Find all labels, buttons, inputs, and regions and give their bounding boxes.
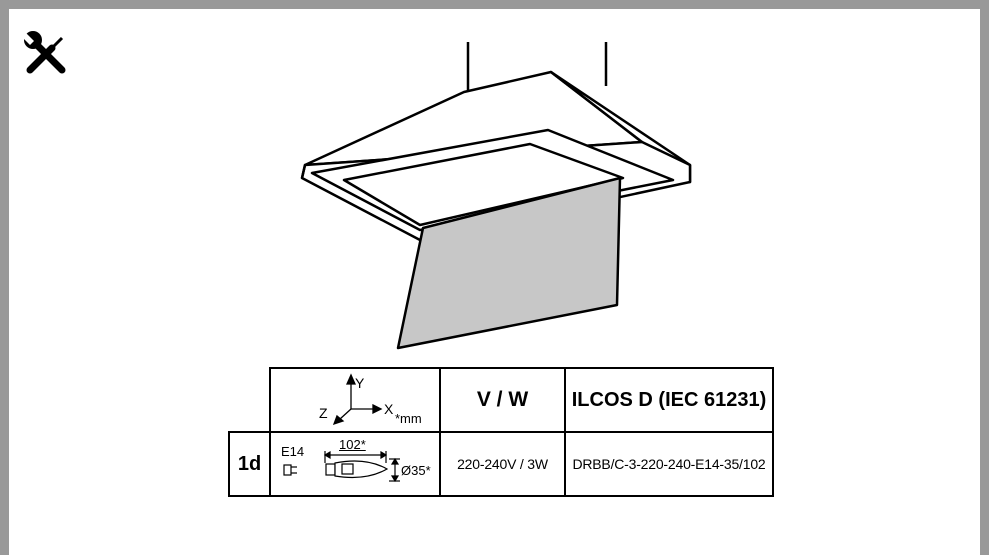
- length-label: 102*: [339, 437, 366, 452]
- axes-icon: [332, 373, 383, 426]
- table-row: 1d E14 102* Ø35*: [228, 431, 774, 497]
- y-axis-label: Y: [355, 375, 365, 391]
- candle-bulb-icon: [283, 450, 400, 483]
- ilcos-code: DRBB/C-3-220-240-E14-35/102: [564, 431, 774, 497]
- ilcos-header: ILCOS D (IEC 61231): [564, 367, 774, 433]
- bulb-cell: E14 102* Ø35*: [269, 431, 441, 497]
- axes-cell: Y X Z *mm: [269, 367, 441, 433]
- unit-note: *mm: [395, 411, 422, 426]
- front-panel: [396, 176, 622, 350]
- blank-cell: [229, 368, 271, 433]
- diameter-label: Ø35*: [401, 463, 431, 478]
- x-axis-label: X: [384, 401, 394, 417]
- vw-header: V / W: [439, 367, 566, 433]
- socket-label: E14: [281, 444, 305, 459]
- header-row: Y X Z *mm V / W ILCOS D (IEC 61231): [229, 367, 774, 433]
- spec-table: Y X Z *mm V / W ILCOS D (IEC 61231) 1d E…: [228, 367, 774, 497]
- voltage-power: 220-240V / 3W: [439, 431, 566, 497]
- tools-icon: [23, 31, 66, 74]
- cooker-hood-illustration: [300, 42, 692, 350]
- z-axis-label: Z: [319, 405, 328, 421]
- row-id: 1d: [228, 431, 271, 497]
